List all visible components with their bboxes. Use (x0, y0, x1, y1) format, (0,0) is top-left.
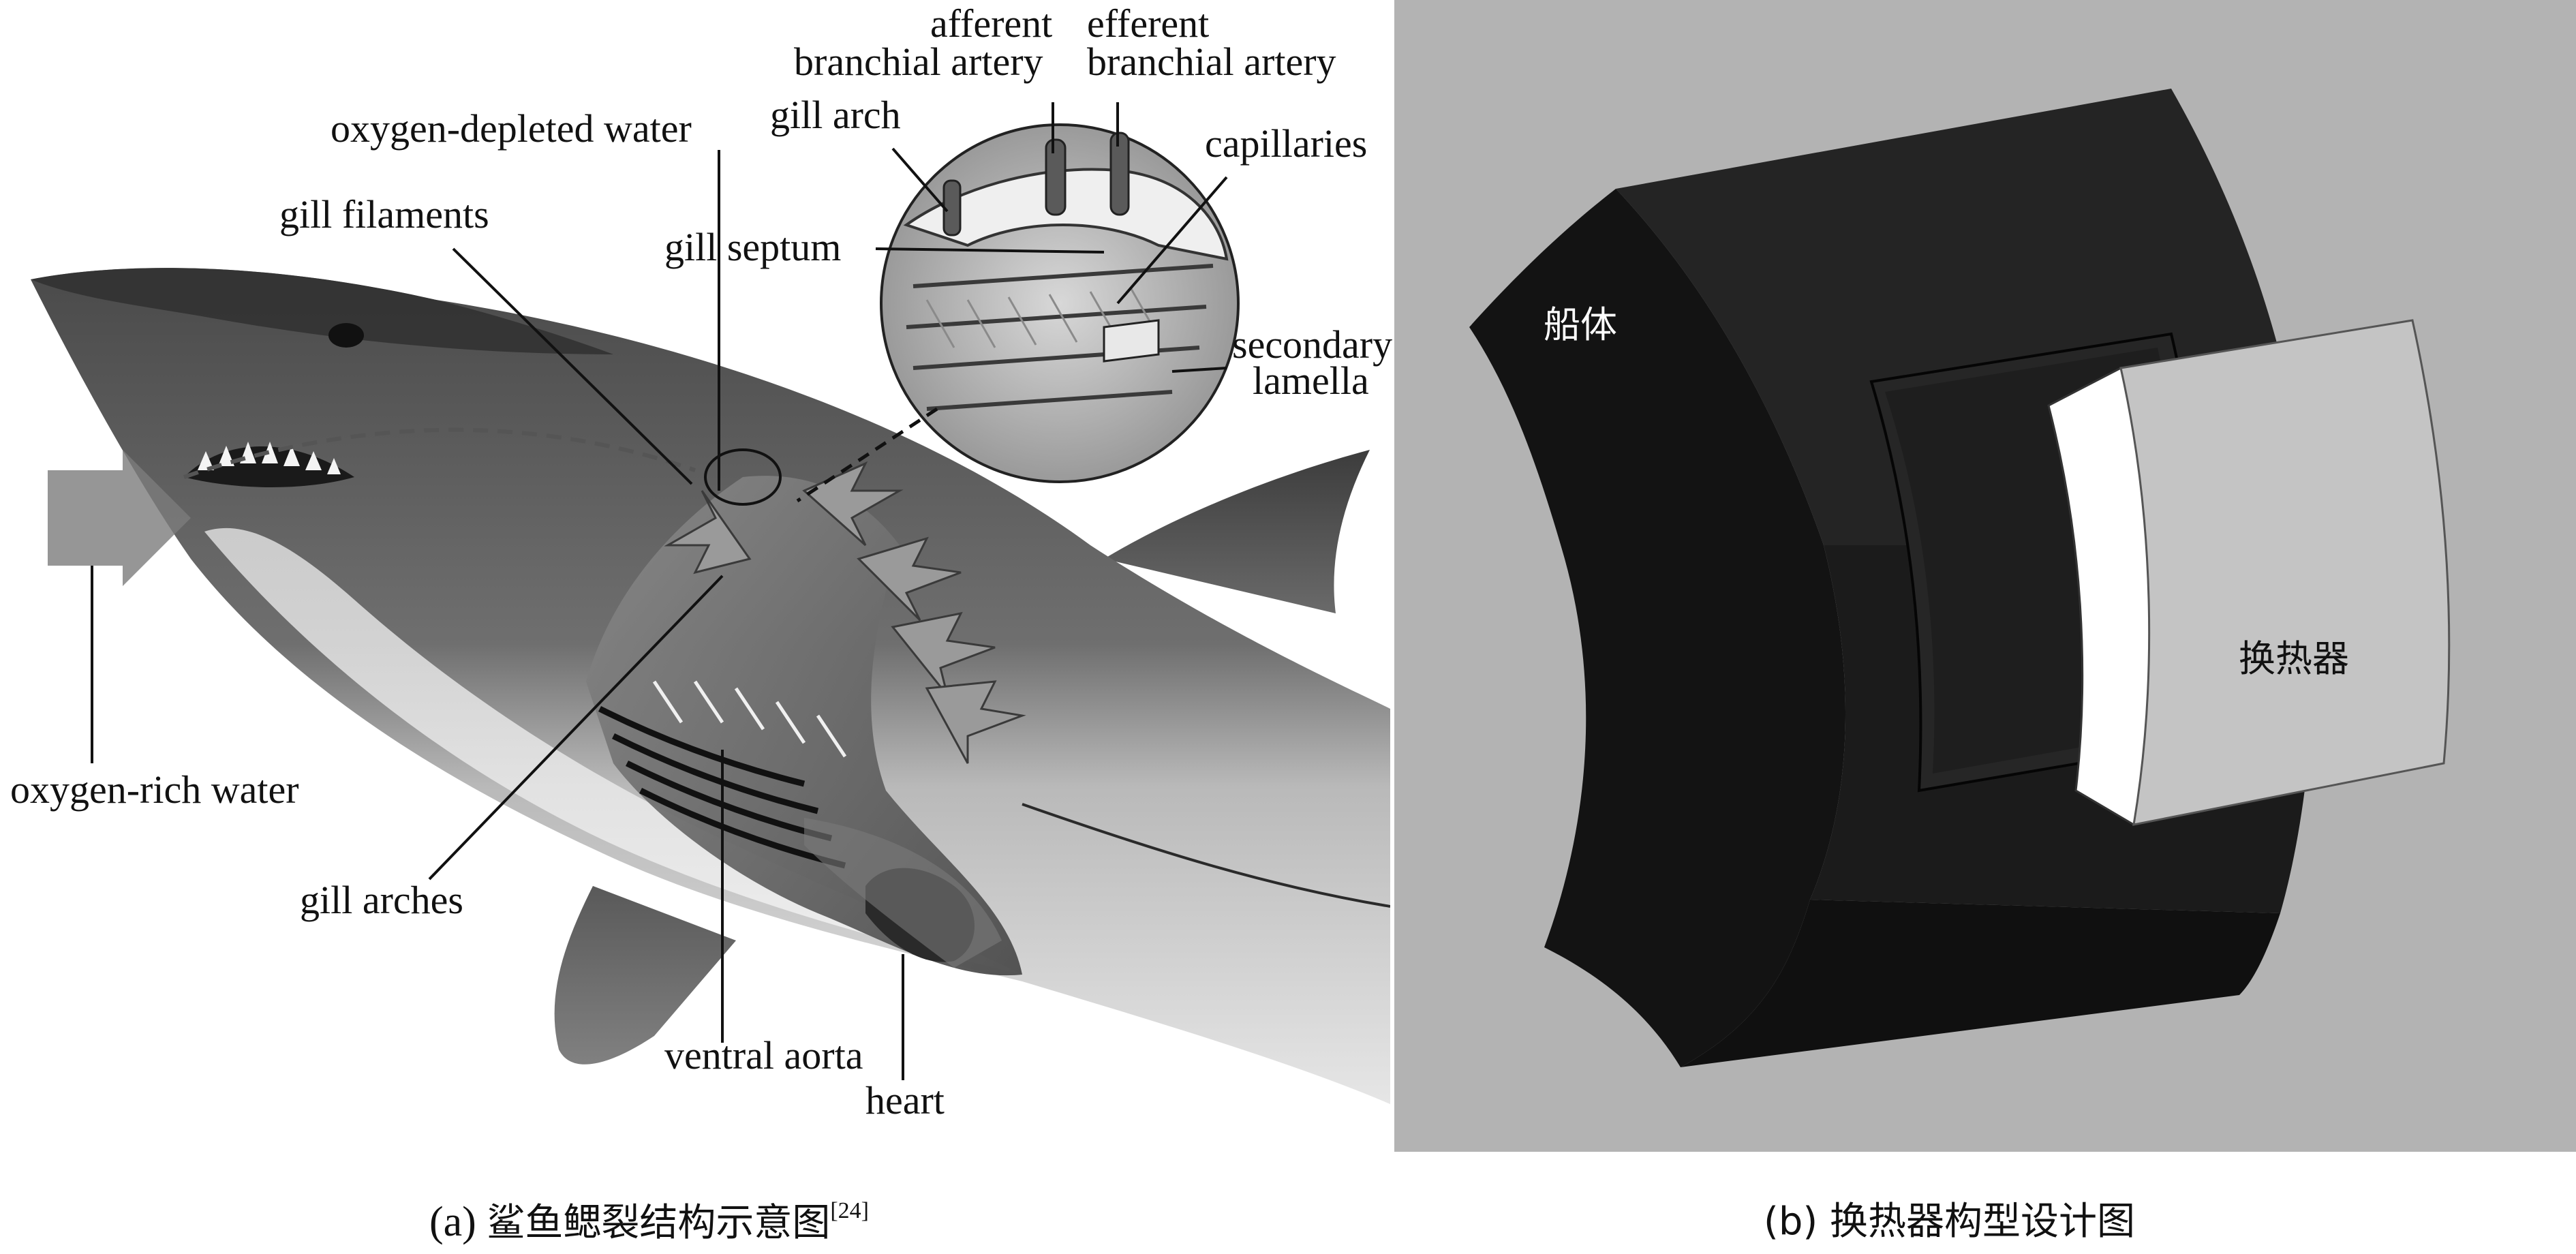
label-gill-filaments: gill filaments (279, 192, 489, 236)
magnified-region (704, 448, 782, 506)
water-outflow-arrows (664, 461, 1026, 764)
gill-cutaway (586, 476, 1022, 976)
label-lamella: lamella (1253, 358, 1369, 403)
gill-arch-lines (598, 705, 846, 869)
label-heat-exchanger: 换热器 (2239, 637, 2349, 680)
label-efferent-branchial-artery: branchial artery (1087, 40, 1336, 84)
caption-panel-b: (b) 换热器构型设计图 (1764, 1199, 2136, 1244)
shark-teeth (198, 442, 341, 474)
shark-head (31, 268, 613, 354)
label-oxygen-depleted-water: oxygen-depleted water (331, 106, 692, 151)
leader-lines (91, 102, 1228, 1080)
pectoral-fin (554, 886, 736, 1065)
label-ventral-aorta: ventral aorta (664, 1033, 863, 1077)
shark-illustration (31, 102, 1390, 1104)
caption-a-text: 鲨鱼鳃裂结构示意图 (487, 1201, 831, 1245)
label-oxygen-rich-water: oxygen-rich water (10, 767, 299, 812)
hull-bottom-face (1681, 900, 2280, 1067)
gill-filament-lines (652, 680, 847, 758)
caption-panel-a: (a) 鲨鱼鳃裂结构示意图[24] (429, 1198, 869, 1245)
body-cavity (804, 818, 1002, 968)
water-flow-path (183, 427, 696, 479)
caption-a-reference: [24] (830, 1198, 869, 1223)
gill-inset-detail (903, 132, 1229, 411)
shark-belly (204, 527, 1022, 975)
label-hull: 船体 (1544, 303, 1617, 346)
label-gill-septum: gill septum (664, 225, 842, 269)
dorsal-fin (1104, 450, 1370, 613)
label-gill-arch: gill arch (770, 93, 901, 137)
lateral-line (1022, 803, 1390, 908)
label-secondary: secondary (1232, 322, 1393, 367)
label-gill-arches: gill arches (300, 878, 463, 922)
inset-connector (796, 407, 938, 503)
water-inflow-arrow (48, 450, 191, 586)
label-heart: heart (865, 1078, 945, 1122)
exchanger-main-face (2119, 319, 2451, 826)
heat-exchanger-diagram (1394, 0, 2576, 1152)
label-capillaries: capillaries (1205, 121, 1368, 166)
caption-a-prefix: (a) (429, 1199, 487, 1245)
hull-front-face (1469, 189, 1846, 1067)
shark-eye (328, 323, 364, 348)
label-efferent: efferent (1087, 1, 1210, 46)
label-afferent-branchial-artery: branchial artery (794, 40, 1043, 84)
label-afferent: afferent (930, 1, 1053, 46)
